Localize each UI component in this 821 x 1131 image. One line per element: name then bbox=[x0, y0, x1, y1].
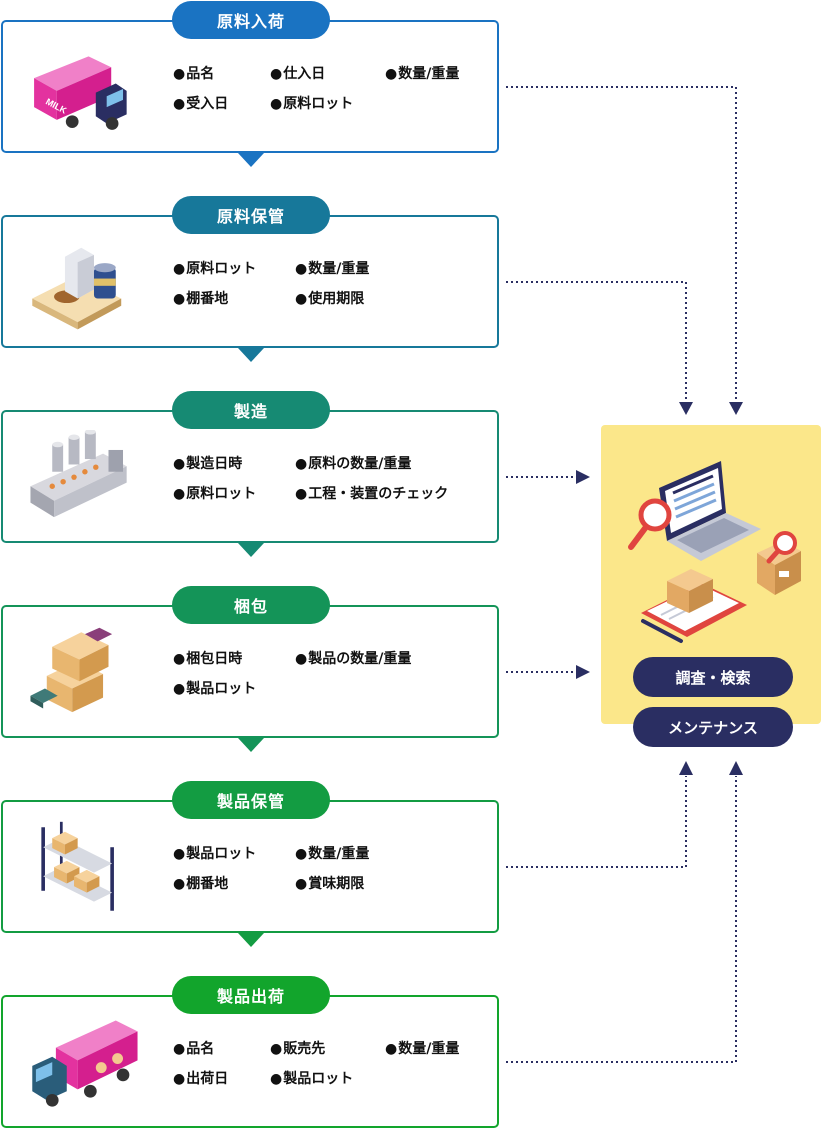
step-title-product-storage: 製品保管 bbox=[172, 781, 330, 819]
factory-machine-icon bbox=[30, 430, 127, 518]
connector-product-shipping bbox=[506, 776, 737, 1063]
arrow-up-icon bbox=[729, 761, 743, 775]
step-attribute-item: 使用期限 bbox=[295, 284, 364, 314]
step-attribute-item: 販売先 bbox=[270, 1034, 325, 1064]
step-attribute-item: 製品ロット bbox=[173, 839, 256, 869]
step-attribute-item: 賞味期限 bbox=[295, 869, 364, 899]
step-attribute-item: 受入日 bbox=[173, 89, 228, 119]
step-attribute-item: 品名 bbox=[173, 1034, 214, 1064]
step-title-manufacturing: 製造 bbox=[172, 391, 330, 429]
arrow-up-icon bbox=[679, 761, 693, 775]
step-title-raw-storage: 原料保管 bbox=[172, 196, 330, 234]
connector-raw-receiving bbox=[506, 86, 737, 402]
step-attribute-item: 品名 bbox=[173, 59, 214, 89]
step-attribute-item: 製品ロット bbox=[173, 674, 256, 704]
step-title-raw-receiving: 原料入荷 bbox=[172, 1, 330, 39]
step-attribute-item: 出荷日 bbox=[173, 1064, 228, 1094]
packed-boxes-icon bbox=[30, 627, 113, 713]
arrow-down-icon bbox=[679, 402, 693, 415]
arrow-down-icon bbox=[729, 402, 743, 415]
step-box-product-storage: 製品ロット 数量/重量棚番地 賞味期限 bbox=[1, 800, 499, 933]
step-title-product-shipping: 製品出荷 bbox=[172, 976, 330, 1014]
flow-arrow-down bbox=[238, 738, 264, 752]
arrow-right-icon bbox=[576, 665, 590, 679]
flow-arrow-down bbox=[238, 543, 264, 557]
ingredients-storage-icon bbox=[32, 247, 122, 330]
step-attribute-item: 棚番地 bbox=[173, 284, 228, 314]
step-attribute-item: 数量/重量 bbox=[385, 1034, 459, 1064]
step-attribute-item: 原料ロット bbox=[270, 89, 353, 119]
flow-arrow-down bbox=[238, 153, 264, 167]
connector-raw-storage bbox=[506, 281, 687, 402]
step-attribute-item: 数量/重量 bbox=[385, 59, 459, 89]
step-box-manufacturing: 製造日時 原料の数量/重量原料ロット 工程・装置のチェック bbox=[1, 410, 499, 543]
step-attribute-item: 数量/重量 bbox=[295, 254, 369, 284]
step-attribute-item: 仕入日 bbox=[270, 59, 325, 89]
step-attribute-item: 原料ロット bbox=[173, 254, 256, 284]
delivery-truck-icon bbox=[32, 1020, 138, 1107]
step-attribute-item: 製品の数量/重量 bbox=[295, 644, 411, 674]
step-attribute-item: 工程・装置のチェック bbox=[295, 479, 448, 509]
flow-arrow-down bbox=[238, 933, 264, 947]
step-box-packing: 梱包日時 製品の数量/重量製品ロット bbox=[1, 605, 499, 738]
maintenance-button[interactable]: メンテナンス bbox=[633, 707, 793, 747]
step-attribute-item: 梱包日時 bbox=[173, 644, 242, 674]
step-box-raw-receiving: MILK 品名 仕入日 数量/重量受入日 原料ロット bbox=[1, 20, 499, 153]
step-attribute-item: 製造日時 bbox=[173, 449, 242, 479]
laptop-search-icon bbox=[628, 461, 801, 643]
step-box-raw-storage: 原料ロット 数量/重量棚番地 使用期限 bbox=[1, 215, 499, 348]
milk-truck-icon: MILK bbox=[34, 56, 127, 130]
step-box-product-shipping: 品名 販売先 数量/重量出荷日 製品ロット bbox=[1, 995, 499, 1128]
step-title-packing: 梱包 bbox=[172, 586, 330, 624]
step-attribute-item: 数量/重量 bbox=[295, 839, 369, 869]
flow-arrow-down bbox=[238, 348, 264, 362]
connector-product-storage bbox=[506, 776, 687, 868]
step-attribute-item: 棚番地 bbox=[173, 869, 228, 899]
arrow-right-icon bbox=[576, 470, 590, 484]
step-attribute-item: 原料の数量/重量 bbox=[295, 449, 411, 479]
search-button[interactable]: 調査・検索 bbox=[633, 657, 793, 697]
step-attribute-item: 原料ロット bbox=[173, 479, 256, 509]
warehouse-shelf-icon bbox=[41, 821, 114, 911]
step-attribute-item: 製品ロット bbox=[270, 1064, 353, 1094]
